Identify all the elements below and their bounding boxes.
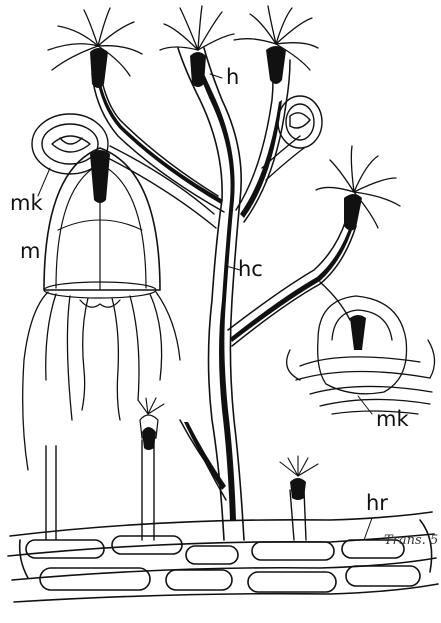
label-hr: hr	[366, 491, 388, 515]
stalk-left	[46, 446, 56, 540]
label-h: h	[226, 65, 239, 89]
branch-upper-right	[236, 60, 304, 222]
hydranth-upper-middle	[160, 6, 234, 87]
hydranth-upper-right	[234, 6, 318, 84]
hydranth-small-lower-right	[280, 456, 318, 540]
medusa	[23, 148, 180, 470]
hydranth-right	[316, 146, 400, 231]
branch-lower	[180, 420, 226, 500]
label-mk-left: mk	[10, 191, 43, 215]
label-hc: hc	[238, 257, 263, 281]
branch-right	[228, 220, 356, 346]
hydranth-upper-left	[48, 8, 142, 88]
gonophore-upper-right	[278, 96, 322, 148]
label-mk-right: mk	[376, 407, 409, 431]
label-m: m	[20, 239, 40, 263]
branch-upper-left	[92, 72, 224, 212]
medusa-bud-cluster-right	[287, 296, 435, 414]
artist-signature: Trans. 5	[384, 533, 438, 548]
hydranth-small-lower-left	[138, 398, 164, 540]
